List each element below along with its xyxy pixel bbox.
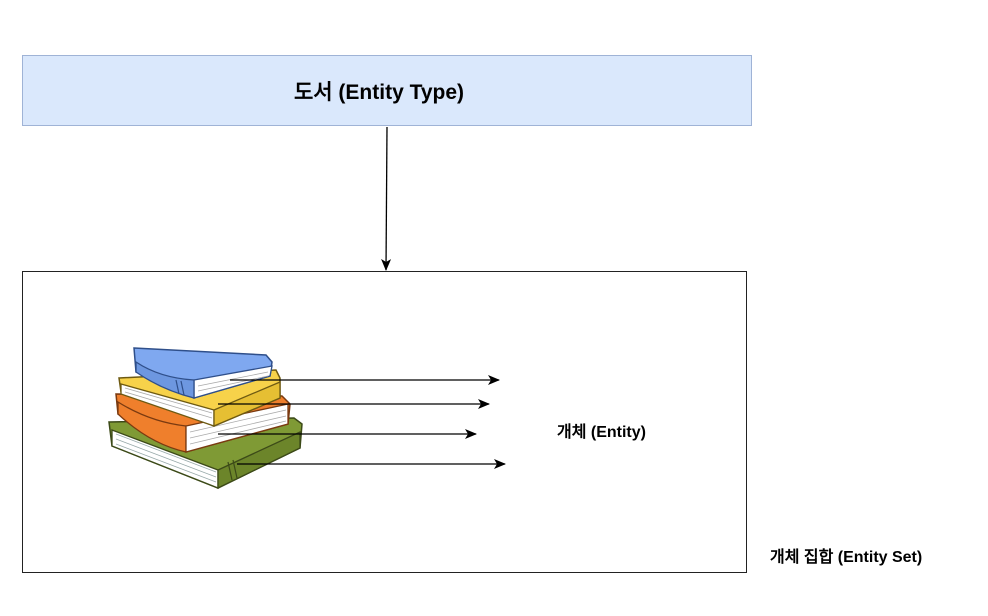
entity-label: 개체 (Entity) (557, 424, 646, 441)
entity-type-label: 도서 (Entity Type) (293, 80, 465, 104)
entity-type-box: 도서 (Entity Type) (22, 55, 752, 126)
entity-set-label: 개체 집합 (Entity Set) (770, 549, 923, 566)
type-to-set-connector (381, 126, 392, 271)
blue-book (133, 347, 273, 399)
book-stack-icon (108, 347, 303, 490)
